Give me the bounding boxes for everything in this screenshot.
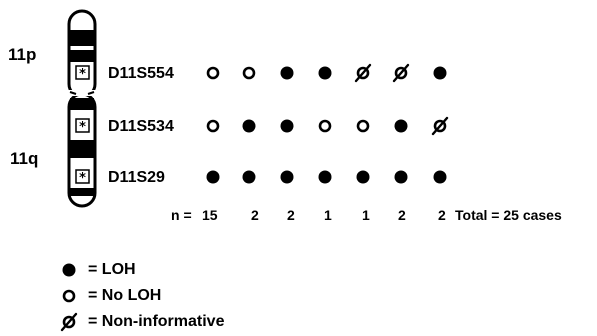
count-col-3: 2 — [287, 207, 295, 223]
legend-label-non-informative: = Non-informative — [88, 313, 225, 330]
call-non-informative-r2c7 — [431, 116, 449, 136]
count-col-7: 2 — [438, 207, 446, 223]
arm-label-11p: 11p — [8, 45, 37, 64]
call-loh-r3c5 — [356, 170, 370, 184]
call-non-informative-r1c5 — [354, 63, 372, 83]
call-no-loh-r1c2 — [242, 66, 256, 80]
count-prefix: n = — [171, 207, 192, 223]
band-p-1 — [70, 30, 94, 46]
call-loh-r3c1 — [206, 170, 220, 184]
call-loh-r3c4 — [318, 170, 332, 184]
marker-label-d11s554: D11S554 — [108, 65, 174, 82]
call-no-loh-r1c1 — [206, 66, 220, 80]
band-q-3 — [70, 188, 94, 196]
call-loh-r2c3 — [280, 119, 294, 133]
call-no-loh-r2c5 — [356, 119, 370, 133]
call-loh-r1c4 — [318, 66, 332, 80]
count-col-2: 2 — [251, 207, 259, 223]
loh-dot-matrix — [206, 63, 449, 184]
probe-site-2: * — [75, 118, 90, 135]
count-total: Total = 25 cases — [455, 207, 562, 223]
call-non-informative-r1c6 — [392, 63, 410, 83]
call-loh-r3c3 — [280, 170, 294, 184]
centromere — [68, 90, 96, 96]
band-p-2 — [70, 50, 94, 62]
marker-label-d11s534: D11S534 — [108, 118, 174, 135]
call-no-loh-r2c1 — [206, 119, 220, 133]
count-col-4: 1 — [324, 207, 332, 223]
legend-label-loh: = LOH — [88, 261, 136, 278]
arm-label-11q: 11q — [10, 149, 39, 168]
call-loh-r2c2 — [242, 119, 256, 133]
band-q-1 — [70, 98, 94, 110]
marker-label-d11s29: D11S29 — [108, 169, 165, 186]
centromere-line-left — [69, 91, 77, 95]
svg-text:*: * — [79, 67, 86, 82]
svg-text:*: * — [79, 171, 86, 186]
probe-site-1: * — [75, 65, 90, 82]
count-col-5: 1 — [362, 207, 370, 223]
call-loh-r3c6 — [394, 170, 408, 184]
legend-symbols — [60, 263, 78, 332]
call-loh-r2c6 — [394, 119, 408, 133]
probe-boxes: * * * — [75, 65, 90, 186]
call-loh-r3c2 — [242, 170, 256, 184]
legend-symbol-no-loh — [62, 289, 76, 303]
count-col-6: 2 — [398, 207, 406, 223]
svg-text:*: * — [79, 120, 86, 135]
centromere-line-right — [87, 91, 95, 95]
call-loh-r1c3 — [280, 66, 294, 80]
legend-symbol-non-informative — [60, 312, 78, 332]
call-loh-r1c7 — [433, 66, 447, 80]
probe-site-3: * — [75, 169, 90, 186]
call-no-loh-r2c4 — [318, 119, 332, 133]
legend-label-no-loh: = No LOH — [88, 287, 162, 304]
band-q-2 — [70, 140, 94, 158]
legend-symbol-loh — [62, 263, 76, 277]
count-col-1: 15 — [202, 207, 218, 223]
call-loh-r3c7 — [433, 170, 447, 184]
